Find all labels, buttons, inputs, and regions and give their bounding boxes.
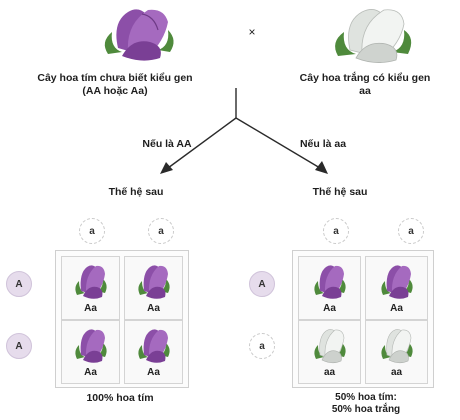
generation-label-right: Thế hệ sau xyxy=(312,186,368,198)
white-flower-icon xyxy=(381,329,413,364)
left-result-label: 100% hoa tím xyxy=(86,392,154,404)
genotype-label: Aa xyxy=(323,303,336,314)
white-flower-parent xyxy=(335,9,412,63)
purple-flower-icon xyxy=(138,329,170,363)
right-cell-3: aa xyxy=(298,320,361,384)
right-punnett-grid: Aa Aa aa aa xyxy=(292,250,434,388)
left-side-gamete-2: A xyxy=(6,333,32,359)
genotype-label: aa xyxy=(323,367,336,378)
purple-flower-icon xyxy=(138,265,170,299)
left-top-gamete-2: a xyxy=(148,218,174,244)
right-cell-1: Aa xyxy=(298,256,361,320)
genotype-label: Aa xyxy=(84,303,97,314)
left-side-gamete-1: A xyxy=(6,271,32,297)
purple-flower-icon xyxy=(75,265,107,299)
purple-flower-icon xyxy=(314,265,346,299)
right-side-gamete-1: A xyxy=(249,271,275,297)
branch-label-right: Nếu là aa xyxy=(299,138,347,150)
left-cell-2: Aa xyxy=(124,256,183,320)
right-top-gamete-1: a xyxy=(323,218,349,244)
white-flower-icon xyxy=(314,329,346,364)
left-cell-1: Aa xyxy=(61,256,120,320)
left-cell-3: Aa xyxy=(61,320,120,384)
purple-flower-icon xyxy=(381,265,413,299)
left-cell-4: Aa xyxy=(124,320,183,384)
right-cell-2: Aa xyxy=(365,256,428,320)
right-side-gamete-2: a xyxy=(249,333,275,359)
branch-label-left: Nếu là AA xyxy=(142,138,192,150)
cross-symbol: × xyxy=(248,25,256,39)
right-cell-4: aa xyxy=(365,320,428,384)
left-parent-label: Cây hoa tím chưa biết kiểu gen (AA hoặc … xyxy=(37,72,193,97)
generation-label-left: Thế hệ sau xyxy=(108,186,164,198)
branch-arrows xyxy=(160,88,328,174)
right-result-label: 50% hoa tím: 50% hoa trắng xyxy=(331,392,401,415)
genotype-label: aa xyxy=(390,367,403,378)
right-top-gamete-2: a xyxy=(398,218,424,244)
right-parent-label: Cây hoa trắng có kiểu gen aa xyxy=(299,72,431,97)
purple-flower-icon xyxy=(75,329,107,363)
genotype-label: Aa xyxy=(147,303,160,314)
purple-flower-parent xyxy=(104,9,174,61)
genotype-label: Aa xyxy=(390,303,403,314)
left-top-gamete-1: a xyxy=(79,218,105,244)
left-punnett-grid: Aa Aa Aa Aa xyxy=(55,250,189,388)
genotype-label: Aa xyxy=(147,367,160,378)
genotype-label: Aa xyxy=(84,367,97,378)
